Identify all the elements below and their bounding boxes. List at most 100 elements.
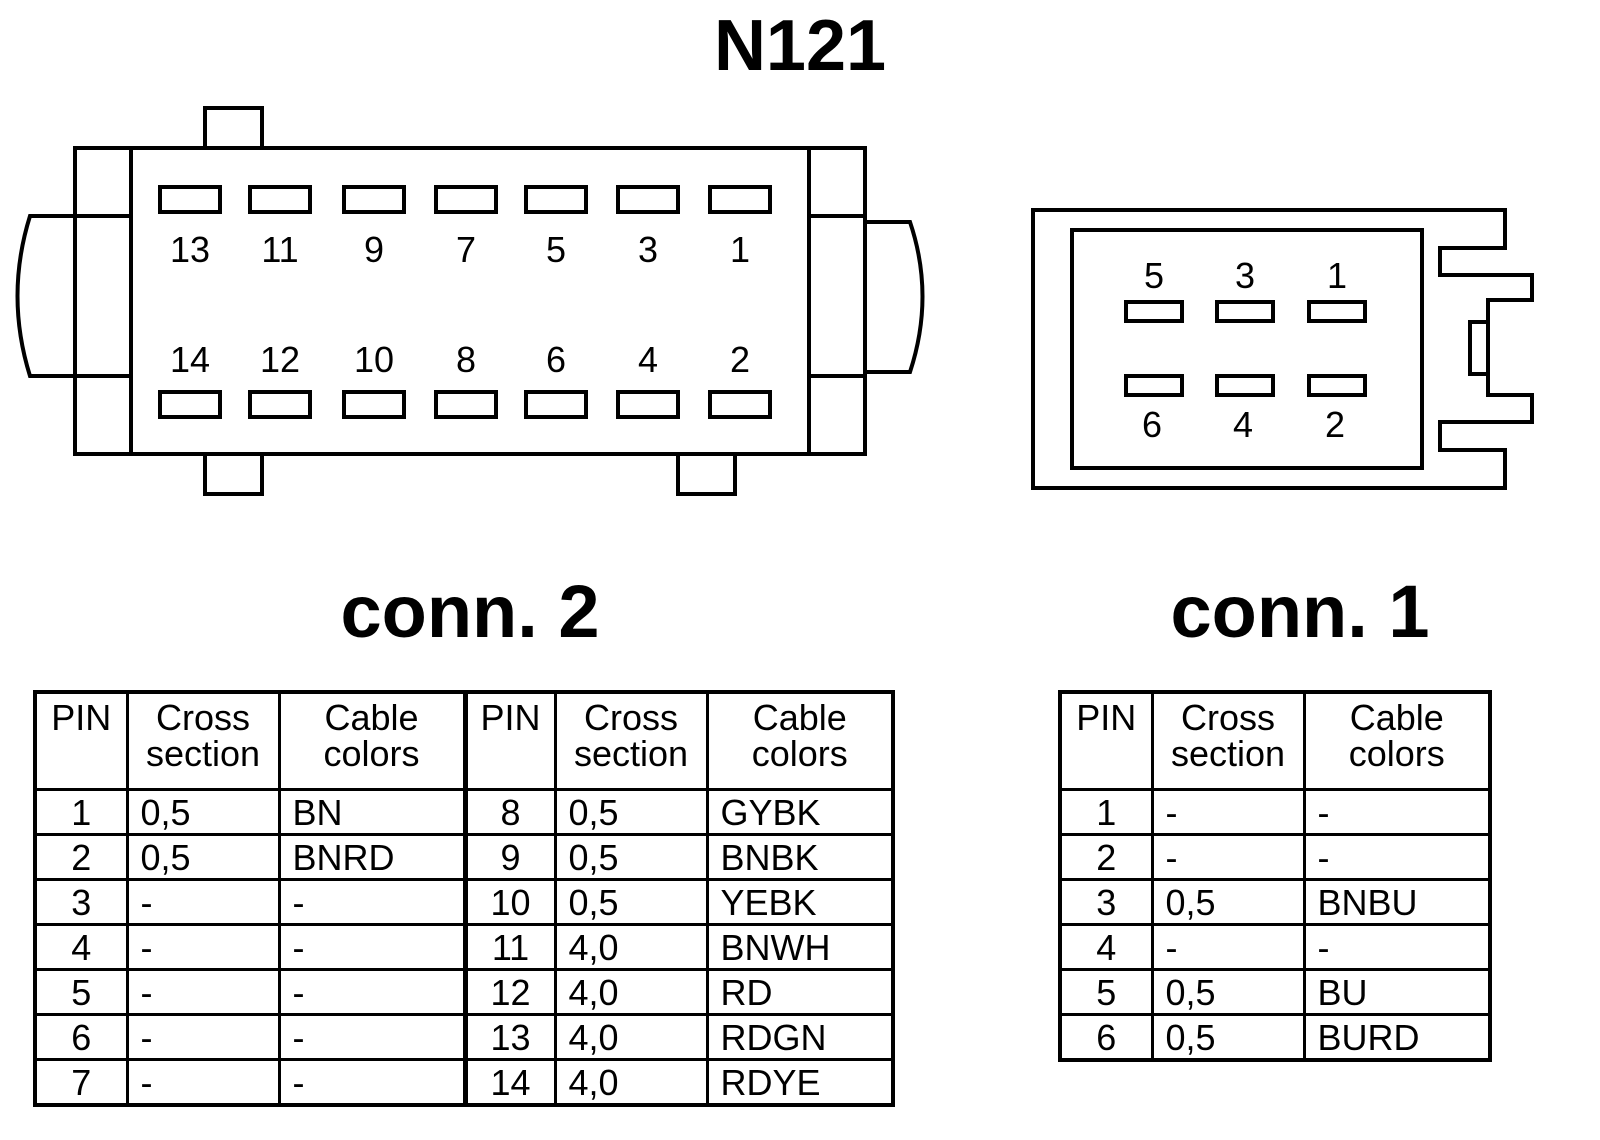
cross-section-cell: 4,0: [553, 923, 709, 971]
pin-label: 4: [1233, 404, 1253, 445]
pin-slot: [158, 390, 222, 419]
pin-slot: [434, 185, 498, 214]
pin-cell: 1: [1058, 788, 1154, 836]
pin-cell: 10: [462, 878, 557, 926]
header-pin: PIN: [462, 690, 557, 791]
pin-label: 9: [364, 229, 384, 270]
pin-cell: 6: [1058, 1013, 1154, 1062]
pin-label: 12: [260, 339, 300, 380]
table-row: 2--: [1058, 833, 1492, 881]
cross-section-cell: 0,5: [553, 788, 709, 836]
cable-color-cell: -: [1302, 788, 1492, 836]
cross-section-cell: -: [125, 1013, 281, 1061]
cross-section-cell: 4,0: [553, 968, 709, 1016]
pin-label: 3: [638, 229, 658, 270]
cross-section-cell: 0,5: [125, 833, 281, 881]
pin-cell: 13: [462, 1013, 557, 1061]
connector-1-title: conn. 1: [1170, 570, 1430, 653]
pin-cell: 6: [33, 1013, 129, 1061]
connector-1-pin-labels: 5 6 3 4 1 2: [1142, 255, 1347, 445]
pin-cell: 8: [462, 788, 557, 836]
cross-section-cell: 0,5: [1150, 1013, 1306, 1062]
pin-label: 6: [1142, 404, 1162, 445]
header-pin: PIN: [33, 690, 129, 791]
pin-slot: [1307, 300, 1367, 323]
pin-label: 7: [456, 229, 476, 270]
pin-label: 1: [1327, 255, 1347, 296]
cross-section-cell: 0,5: [553, 878, 709, 926]
pin-label: 2: [730, 339, 750, 380]
cable-color-cell: -: [277, 878, 467, 926]
pin-slot: [524, 390, 588, 419]
pin-slot: [1307, 374, 1367, 397]
cable-color-cell: -: [277, 968, 467, 1016]
cable-color-cell: BU: [1302, 968, 1492, 1016]
cable-color-cell: -: [1302, 923, 1492, 971]
pin-label: 3: [1235, 255, 1255, 296]
connector-1-pin-slots: [1124, 300, 1367, 397]
cross-section-cell: 0,5: [125, 788, 281, 836]
cable-color-cell: BNWH: [705, 923, 895, 971]
pin-label: 8: [456, 339, 476, 380]
cable-color-cell: -: [277, 923, 467, 971]
pin-slot: [1215, 300, 1275, 323]
cross-section-cell: -: [125, 923, 281, 971]
pin-cell: 4: [1058, 923, 1154, 971]
pin-label: 1: [730, 229, 750, 270]
cable-color-cell: -: [277, 1013, 467, 1061]
table-row: 4--: [1058, 923, 1492, 971]
pin-slot: [1124, 300, 1184, 323]
connector-2-housing: [15, 106, 925, 496]
pin-label: 5: [546, 229, 566, 270]
cross-section-cell: -: [1150, 923, 1306, 971]
connector-2-pin-slots: [158, 185, 772, 419]
pin-slot: [708, 185, 772, 214]
cross-section-cell: 0,5: [553, 833, 709, 881]
cable-color-cell: RDYE: [705, 1058, 895, 1107]
pin-slot: [524, 185, 588, 214]
pin-slot: [616, 390, 680, 419]
cross-section-cell: -: [125, 968, 281, 1016]
pin-slot: [158, 185, 222, 214]
pin-cell: 1: [33, 788, 129, 836]
cable-color-cell: YEBK: [705, 878, 895, 926]
pin-cell: 3: [33, 878, 129, 926]
pin-cell: 9: [462, 833, 557, 881]
pin-label: 4: [638, 339, 658, 380]
pin-cell: 2: [1058, 833, 1154, 881]
cable-color-cell: BNBU: [1302, 878, 1492, 926]
pin-cell: 4: [33, 923, 129, 971]
pin-label: 13: [170, 229, 210, 270]
pin-label: 5: [1144, 255, 1164, 296]
cross-section-cell: -: [1150, 833, 1306, 881]
pin-slot: [1124, 374, 1184, 397]
cross-section-cell: 4,0: [553, 1013, 709, 1061]
cable-color-cell: BNBK: [705, 833, 895, 881]
pin-cell: 5: [33, 968, 129, 1016]
pin-label: 2: [1325, 404, 1345, 445]
header-pin: PIN: [1058, 690, 1154, 791]
pin-slot: [708, 390, 772, 419]
cross-section-cell: -: [125, 1058, 281, 1107]
pin-label: 11: [261, 229, 298, 270]
cable-color-cell: -: [277, 1058, 467, 1107]
cable-color-cell: RD: [705, 968, 895, 1016]
pin-slot: [342, 390, 406, 419]
pin-slot: [248, 390, 312, 419]
pin-cell: 5: [1058, 968, 1154, 1016]
